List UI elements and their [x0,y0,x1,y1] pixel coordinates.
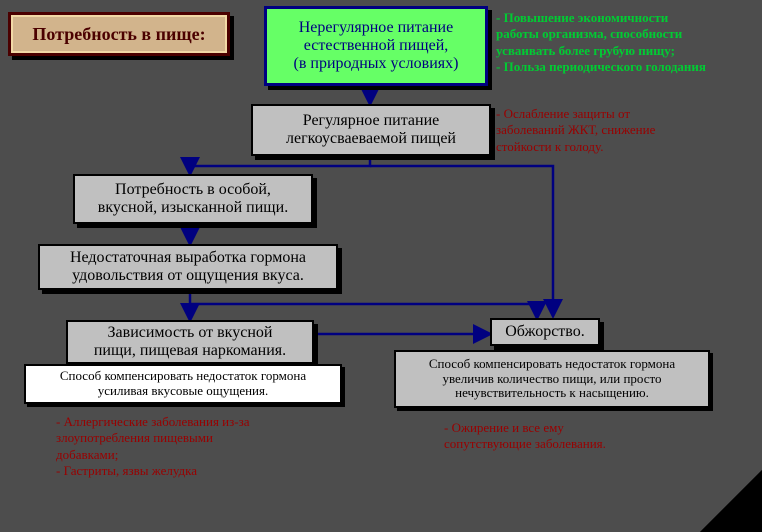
compensation-right: Способ компенсировать недостаток гормона… [394,350,710,408]
node-special-need-text: Потребность в особой,вкусной, изысканной… [97,181,289,216]
node-special-need: Потребность в особой,вкусной, изысканной… [73,174,313,224]
diagram-title-text: Потребность в пище: [32,23,206,44]
compensation-left: Способ компенсировать недостаток гормона… [24,364,342,404]
compensation-right-text: Способ компенсировать недостаток гормона… [428,356,676,401]
note-obesity: - Ожирение и все ему сопутствующие забол… [444,420,606,452]
compensation-left-text: Способ компенсировать недостаток гормона… [59,368,307,398]
diagram-title: Потребность в пище: [8,12,230,56]
node-gluttony: Обжорство. [490,318,600,346]
node-gluttony-text: Обжорство. [505,323,585,341]
note-benefits: - Повышение экономичности работы организ… [496,10,706,74]
note-allergy: - Аллергические заболевания из-за злоупо… [56,414,250,478]
note-protection: - Ослабление защиты от заболеваний ЖКТ, … [496,106,656,154]
